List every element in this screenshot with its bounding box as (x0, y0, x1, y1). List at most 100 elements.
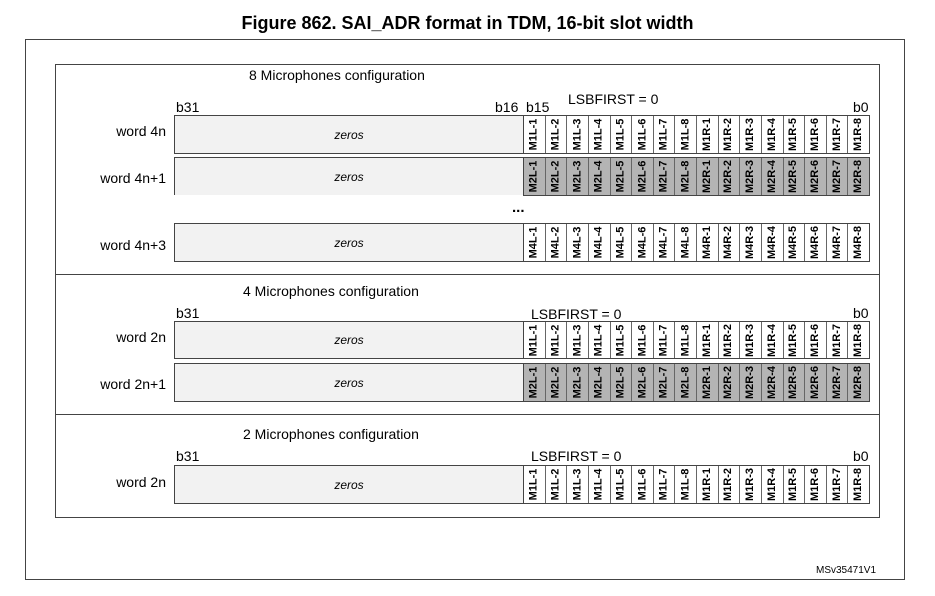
bit-cell-label: M2L-3 (571, 366, 584, 399)
bit-cell: M1R-8 (847, 322, 869, 358)
bit-cell-label: M1L-4 (592, 324, 605, 356)
bit-cell-label: M2L-5 (614, 160, 627, 193)
bit-cell: M1R-4 (760, 322, 783, 358)
bit-cell-label: M1L-2 (549, 468, 562, 501)
bit-cell: M1L-8 (674, 322, 696, 358)
lsb-label: b0 (853, 448, 869, 464)
bit-cell-label: M2R-5 (787, 365, 800, 400)
msb-label: b31 (176, 305, 200, 321)
bit-cell: M2L-7 (652, 158, 675, 195)
bit-cell-label: M1R-4 (765, 467, 778, 502)
bit-cell: M2R-1 (696, 364, 718, 401)
bit-cell: M1R-6 (804, 466, 826, 503)
bit-cell-label: M1R-4 (765, 323, 778, 357)
bit-cell: M2R-3 (739, 158, 761, 195)
bit-cell: M2R-7 (825, 364, 848, 401)
bit-cell-label: M1R-1 (700, 467, 713, 502)
bit-cell: M4L-6 (631, 224, 653, 261)
bit-cell-label: M1R-1 (700, 323, 713, 357)
bit-cell: M2R-7 (825, 158, 848, 195)
bit-cell-label: M1R-5 (787, 117, 800, 152)
bit-cell-label: M1L-5 (614, 118, 627, 151)
zeros-field: zeros (174, 157, 523, 195)
bit-cell-label: M4R-4 (765, 225, 778, 260)
bit-cell: M1L-8 (674, 466, 696, 503)
bit-cell-label: M1L-8 (679, 468, 692, 501)
bit16-label: b16 (495, 99, 519, 115)
bit-cell-label: M2L-1 (527, 366, 540, 399)
bit-cell-label: M1L-1 (527, 324, 540, 356)
bit-cell: M1R-7 (825, 466, 848, 503)
bit-cell: M2R-3 (739, 364, 761, 401)
bit-cell: M2R-8 (847, 158, 869, 195)
bit-cell-label: M1L-7 (657, 468, 670, 501)
bit-cell-label: M1R-2 (722, 467, 735, 502)
bit-cell: M4L-5 (609, 224, 632, 261)
bit-cell-label: M2L-8 (679, 366, 692, 399)
bit-cell: M2L-1 (524, 364, 545, 401)
word-label: word 4n (116, 123, 166, 139)
figure-reference: MSv35471V1 (816, 565, 877, 576)
bit-cell: M1R-3 (739, 466, 761, 503)
bit-cell-label: M4R-5 (787, 225, 800, 260)
bit-cell-label: M4R-6 (808, 225, 821, 260)
section-divider (55, 274, 880, 275)
bit-cell: M2L-4 (587, 158, 610, 195)
zeros-field: zeros (174, 223, 523, 262)
bit-cell: M1L-7 (652, 466, 675, 503)
bit-cell: M1L-7 (652, 116, 675, 153)
bit-cell-label: M4L-7 (657, 226, 670, 259)
bit-cell: M1L-6 (631, 466, 653, 503)
bit-cell: M1R-8 (847, 466, 869, 503)
bit-cell-label: M2L-7 (657, 366, 670, 399)
bit-cell: M2R-6 (804, 158, 826, 195)
lsb-label: b0 (853, 305, 869, 321)
bit-cell-label: M2R-1 (700, 365, 713, 400)
bit-cell-label: M4R-3 (744, 225, 757, 260)
bit-cell: M1R-4 (760, 466, 783, 503)
bit-cell-label: M4L-1 (527, 226, 540, 259)
bit-cell-label: M2R-3 (744, 365, 757, 400)
bit-cell-label: M2L-1 (527, 160, 540, 193)
section-title-4-mic: 4 Microphones configuration (243, 283, 419, 299)
bit-cell-label: M1L-2 (549, 324, 562, 356)
bit-cell-label: M2L-6 (635, 160, 648, 193)
bit-cell-label: M4R-7 (830, 225, 843, 260)
bit-cell-label: M1L-1 (527, 468, 540, 501)
bit-cell: M1L-4 (587, 322, 610, 358)
bit-cell-label: M2R-3 (744, 159, 757, 194)
bit-cell-label: M1R-2 (722, 323, 735, 357)
bit-cell: M1R-2 (717, 116, 740, 153)
bit-cell: M1L-6 (631, 116, 653, 153)
bit-cell: M1R-5 (782, 466, 805, 503)
bit-cell-label: M2R-4 (765, 365, 778, 400)
bit-cell-label: M1R-6 (808, 467, 821, 502)
lsbfirst-label: LSBFIRST = 0 (531, 306, 622, 322)
bit-cell-label: M1L-8 (679, 118, 692, 151)
bit-cell: M2L-5 (609, 158, 632, 195)
bit-cell-label: M1R-2 (722, 117, 735, 152)
bit-cell: M1R-6 (804, 116, 826, 153)
word-label: word 2n+1 (100, 376, 166, 392)
bit-cell: M4R-3 (739, 224, 761, 261)
bit-cell: M1L-5 (609, 322, 632, 358)
bit-cell: M2R-8 (847, 364, 869, 401)
bit-cell-label: M2R-5 (787, 159, 800, 194)
bit-cell-label: M4L-3 (571, 226, 584, 259)
bit-cell-label: M1L-3 (571, 324, 584, 356)
bit-cell: M2R-1 (696, 158, 718, 195)
word-label: word 2n (116, 329, 166, 345)
bit-cell-label: M1L-4 (592, 118, 605, 151)
lsbfirst-label: LSBFIRST = 0 (531, 448, 622, 464)
bit-cell: M2L-6 (631, 158, 653, 195)
bit-cell-label: M4L-8 (679, 226, 692, 259)
bit-cell: M1R-2 (717, 322, 740, 358)
bit-cell: M1R-7 (825, 116, 848, 153)
bit-cell-label: M4L-4 (592, 226, 605, 259)
bit-cell-label: M2R-6 (808, 365, 821, 400)
bit-cell: M2R-6 (804, 364, 826, 401)
lsb-label: b0 (853, 99, 869, 115)
bit-cell-label: M2R-7 (830, 365, 843, 400)
bit-cell-label: M2R-4 (765, 159, 778, 194)
